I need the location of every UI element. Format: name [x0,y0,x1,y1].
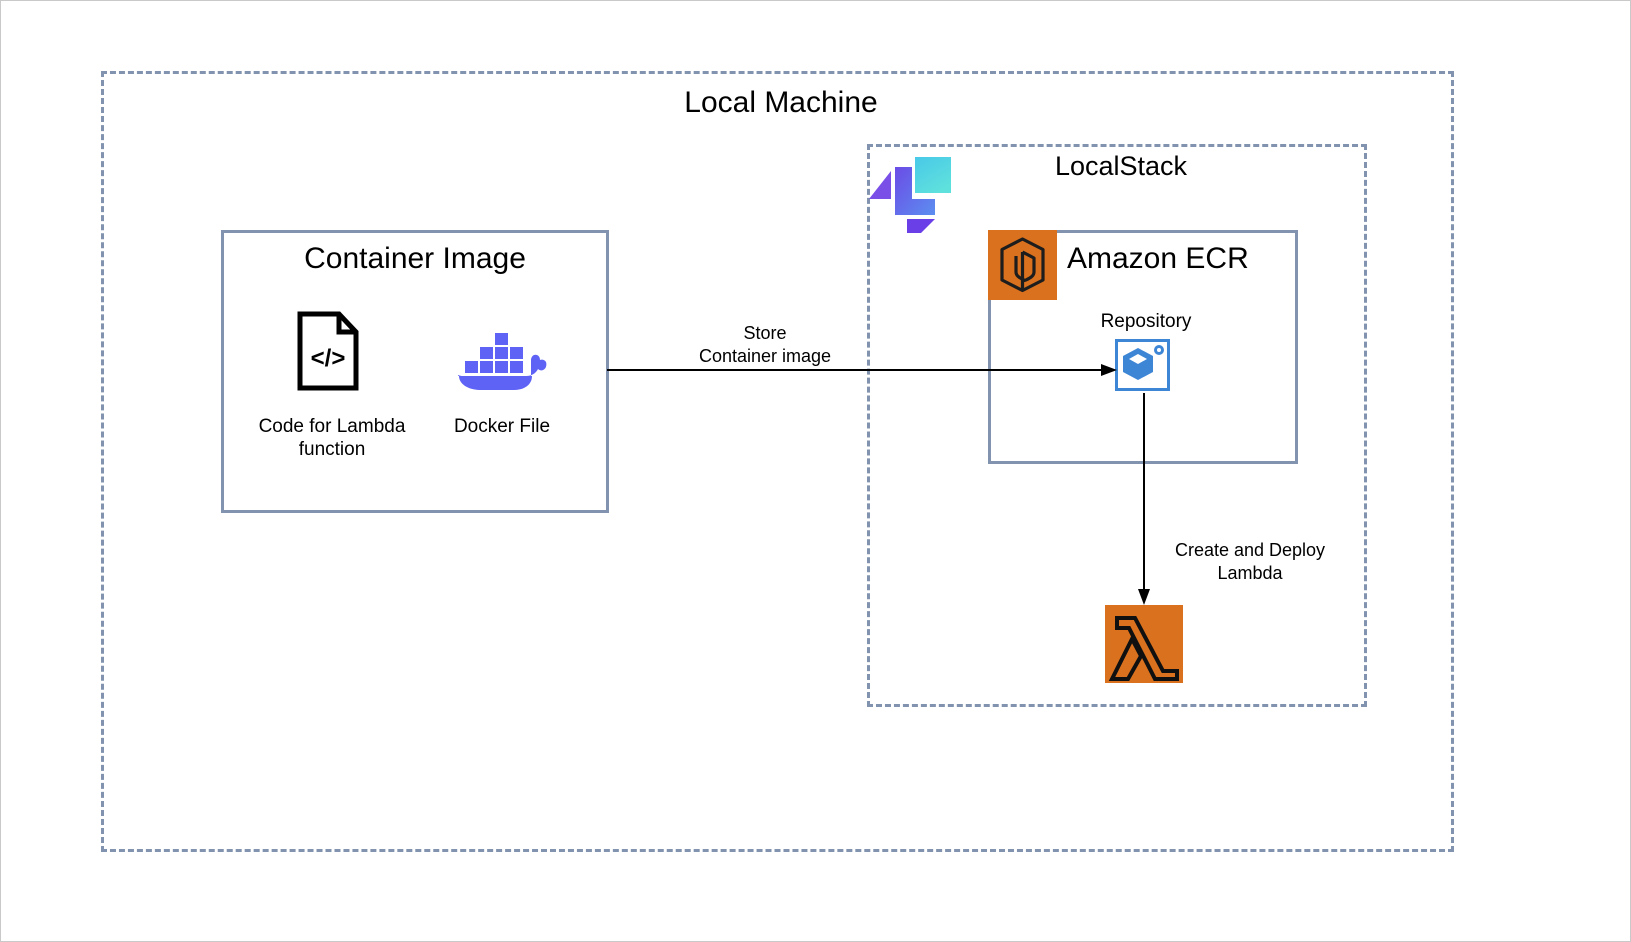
local-machine-container [101,71,1454,852]
store-container-image-label-line2: Container image [698,346,832,366]
localstack-container [867,144,1367,707]
code-file-icon: </> [297,311,359,391]
create-deploy-lambda-arrow [1133,393,1155,607]
create-deploy-lambda-label-line1: Create and Deploy [1174,540,1326,560]
container-image-title: Container Image [304,242,526,275]
localstack-title: LocalStack [1054,151,1188,181]
amazon-ecr-title: Amazon ECR [1067,242,1249,275]
store-container-image-label-line1: Store [743,323,787,343]
container-image-box [221,230,609,513]
docker-whale-icon [456,329,548,391]
repository-label: Repository [1100,311,1192,332]
amazon-ecr-icon [988,230,1057,300]
svg-text:</>: </> [311,345,346,372]
ecr-repository-icon [1115,339,1170,391]
local-machine-title: Local Machine [684,86,878,119]
aws-lambda-icon [1105,605,1183,683]
code-file-label-line2: function [298,439,366,460]
store-container-image-arrow [607,359,1119,381]
code-file-label-line1: Code for Lambda [258,416,406,437]
create-deploy-lambda-label-line2: Lambda [1217,563,1283,583]
localstack-logo [867,153,953,233]
docker-file-label: Docker File [453,416,551,437]
